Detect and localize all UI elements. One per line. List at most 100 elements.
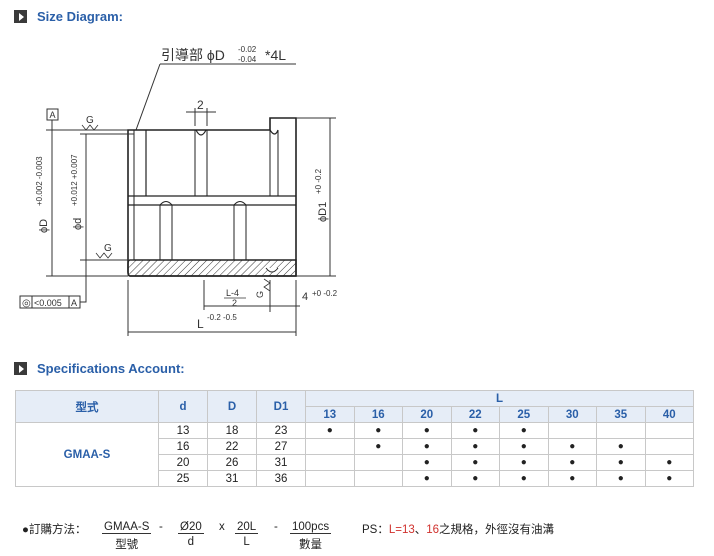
concentricity-icon: ◎ [22, 298, 31, 309]
cell-availability: ● [499, 454, 549, 471]
half-length-den: 2 [232, 298, 237, 308]
cell-availability: ● [450, 422, 500, 439]
cell-D: 31 [207, 470, 257, 487]
col-L-16: 16 [353, 406, 403, 423]
cell-availability [547, 422, 597, 439]
order-qty: 100pcs 數量 [290, 521, 332, 552]
ps-mid: 、 [414, 524, 427, 536]
cell-availability [644, 422, 694, 439]
order-method: ●訂購方法： GMAA-S 型號 - Ø20 d x 20L L - 100pc… [22, 518, 712, 552]
cell-availability [305, 438, 355, 455]
cell-availability: ● [596, 438, 646, 455]
ps-red-2: 16 [426, 524, 440, 536]
cell-availability: ● [644, 454, 694, 471]
col-d: d [158, 390, 208, 423]
order-model-caption: 型號 [115, 539, 139, 551]
concentricity-value: <0.005 [34, 298, 62, 308]
dia-D-tol: +0.002 -0.003 [35, 156, 44, 206]
col-L-40: 40 [644, 406, 694, 423]
table-header-row: 型式 d D D1 L [15, 390, 694, 423]
cell-availability: ● [402, 470, 452, 487]
order-sep-3: - [274, 521, 278, 533]
order-sep-2: x [219, 521, 225, 533]
dia-d-tol: +0.012 +0.007 [70, 154, 79, 206]
length-label: L [197, 317, 204, 331]
cell-availability: ● [450, 438, 500, 455]
cell-availability: ● [402, 438, 452, 455]
cell-d: 25 [158, 470, 208, 487]
cell-D1: 36 [256, 470, 306, 487]
cell-availability: ● [402, 422, 452, 439]
half-length-num: L-4 [226, 288, 239, 298]
col-L-25: 25 [499, 406, 549, 423]
roughness-g-top: G [86, 115, 94, 126]
col-L-30: 30 [547, 406, 597, 423]
datum-a-label: A [50, 110, 56, 120]
cell-availability: ● [499, 422, 549, 439]
guide-tol-lower: -0.04 [238, 55, 257, 64]
cell-d: 20 [158, 454, 208, 471]
col-L: L [305, 390, 694, 407]
dia-d-label: ϕd [72, 218, 84, 230]
col-L-35: 35 [596, 406, 646, 423]
roughness-g-inner: G [104, 243, 112, 254]
section-arrow-icon [14, 10, 27, 23]
ps-red-1: L=13 [388, 524, 415, 536]
cell-availability [644, 438, 694, 455]
cell-D1: 23 [256, 422, 306, 439]
roughness-g-bottom: G [255, 291, 265, 298]
guide-annotation-suffix: *4L [265, 47, 286, 63]
spec-title: Specifications Account: [37, 361, 185, 376]
bushing-size-diagram: 引導部 ϕD -0.02 -0.04 *4L 2 A G ϕD +0.002 -… [19, 45, 338, 336]
length-tol: -0.2 -0.5 [207, 313, 237, 322]
cell-d: 13 [158, 422, 208, 439]
concentricity-ref: A [71, 298, 77, 308]
cell-D1: 31 [256, 454, 306, 471]
cell-availability: ● [450, 454, 500, 471]
groove-width-label: 2 [197, 98, 204, 112]
size-diagram-header: Size Diagram: [14, 9, 123, 24]
order-d-caption: d [187, 536, 195, 548]
model-cell: GMAA-S [15, 422, 159, 487]
order-label: ●訂購方法： [22, 524, 87, 536]
order-qty-caption: 數量 [299, 539, 323, 551]
cell-availability [596, 422, 646, 439]
col-D: D [207, 390, 257, 423]
cell-availability: ● [596, 470, 646, 487]
col-model: 型式 [15, 390, 159, 423]
ps-suffix: 之規格，外徑沒有油溝 [439, 524, 555, 536]
section-arrow-icon [14, 362, 27, 375]
dia-D1-tol: +0 -0.2 [314, 168, 323, 194]
cell-availability: ● [353, 438, 403, 455]
dia-D1-label: ϕD1 [317, 202, 329, 222]
ps-prefix: PS： [362, 524, 389, 536]
cell-availability: ● [547, 438, 597, 455]
col-D1: D1 [256, 390, 306, 423]
cell-availability [305, 470, 355, 487]
cell-availability: ● [547, 470, 597, 487]
ps-note: PS：L=13、16之規格，外徑沒有油溝 [362, 521, 554, 537]
col-L-20: 20 [402, 406, 452, 423]
guide-tol-upper: -0.02 [238, 45, 257, 54]
order-d-value: Ø20 [178, 521, 204, 534]
cell-availability: ● [547, 454, 597, 471]
cell-availability [353, 454, 403, 471]
cell-D1: 27 [256, 438, 306, 455]
cell-availability: ● [353, 422, 403, 439]
cell-availability: ● [450, 470, 500, 487]
order-model: GMAA-S 型號 [102, 521, 152, 552]
col-L-22: 22 [450, 406, 500, 423]
flange-tol: +0 -0.2 [312, 289, 338, 298]
cell-D: 22 [207, 438, 257, 455]
spec-header: Specifications Account: [14, 361, 185, 376]
guide-annotation-label: 引導部 ϕD [161, 47, 225, 63]
dia-D-label: ϕD [38, 219, 50, 233]
cell-D: 26 [207, 454, 257, 471]
